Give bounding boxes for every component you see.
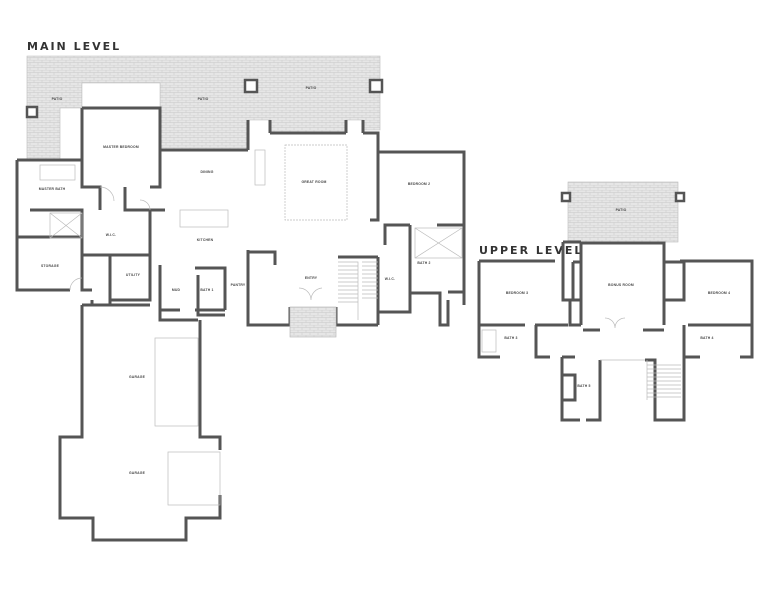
- room-label: MASTER BATH: [38, 187, 66, 191]
- room-label: GARAGE: [128, 375, 146, 379]
- room-label: PANTRY: [230, 283, 246, 287]
- room-label: MUD: [171, 288, 181, 292]
- room-label: GARAGE: [128, 471, 146, 475]
- room-label: BATH 3: [504, 336, 518, 340]
- upper-level-details: [481, 317, 681, 400]
- room-label: UTILITY: [125, 273, 141, 277]
- room-label: BEDROOM 3: [505, 291, 529, 295]
- room-label: MASTER BEDROOM: [103, 145, 139, 149]
- room-label: PATIO: [305, 86, 317, 90]
- room-label: PATIO: [615, 208, 627, 212]
- upper-level-walls: [477, 240, 754, 422]
- room-label: KITCHEN: [196, 238, 214, 242]
- room-label: STORAGE: [40, 264, 60, 268]
- room-label: W.I.C.: [384, 277, 396, 281]
- upper-level-title: UPPER LEVEL: [479, 244, 584, 257]
- upper-patio: [560, 181, 686, 243]
- room-label: BEDROOM 4: [707, 291, 731, 295]
- room-label: BEDROOM 2: [407, 182, 431, 186]
- main-level-walls: [15, 106, 466, 542]
- room-label: BATH 4: [700, 336, 714, 340]
- room-label: BATH 5: [577, 384, 591, 388]
- room-label: GREAT ROOM: [301, 180, 327, 184]
- room-label: DINING: [200, 170, 214, 174]
- main-level-details: [39, 144, 463, 506]
- room-label: BONUS ROOM: [608, 283, 634, 287]
- room-label: PATIO: [197, 97, 209, 101]
- room-label: BATH 1: [200, 288, 214, 292]
- room-label: W.I.C.: [105, 233, 117, 237]
- room-label: PATIO: [51, 97, 63, 101]
- main-level-title: MAIN LEVEL: [27, 40, 122, 53]
- main-patio: [25, 55, 384, 161]
- room-label: BATH 2: [417, 261, 431, 265]
- room-label: ENTRY: [304, 276, 318, 280]
